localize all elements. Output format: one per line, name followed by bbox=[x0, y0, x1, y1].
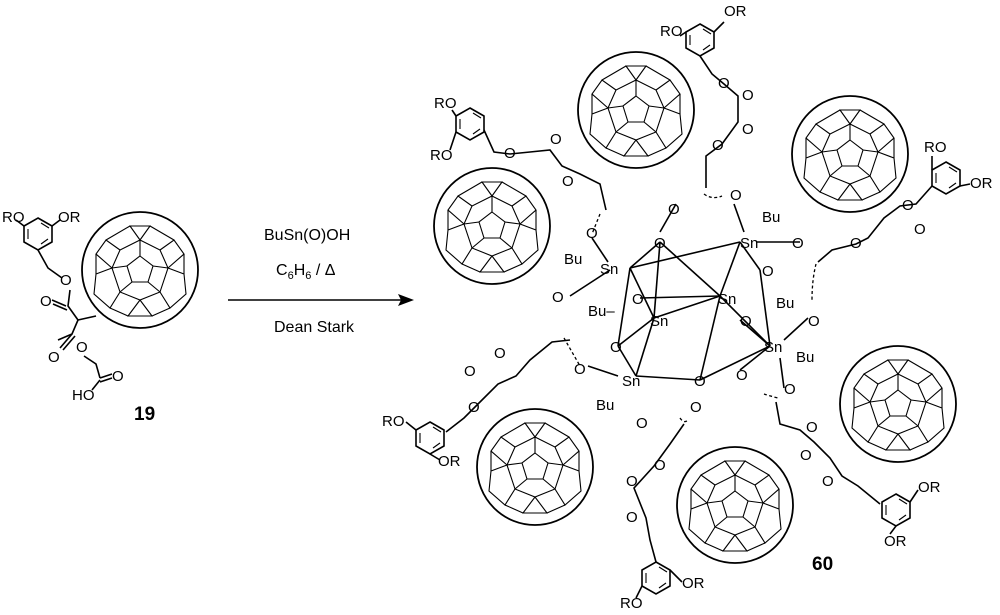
sn-2: Sn bbox=[740, 235, 758, 252]
solvent-h: H bbox=[294, 262, 306, 279]
tin-oxo-cluster: Sn Sn Sn Sn Sn Sn Bu Bu Bu Bu– Bu Bu O O… bbox=[552, 187, 820, 432]
product-fullerene-upper-right bbox=[791, 95, 909, 213]
reactant-or-label: OR bbox=[58, 209, 81, 226]
reactant-19: RO OR O O O O O HO 19 bbox=[2, 209, 199, 425]
product-fullerene-bottom bbox=[676, 446, 794, 564]
sn-1: Sn bbox=[600, 261, 618, 278]
product-compound-number: 60 bbox=[812, 554, 833, 575]
product-o-ur2: O bbox=[914, 221, 926, 238]
product-o-lr1: O bbox=[800, 447, 812, 464]
product-60: OR RO RO RO RO OR RO OR OR OR OR RO O O … bbox=[382, 3, 993, 612]
oxo-2: O bbox=[762, 263, 774, 280]
product-ro-bottom2: RO bbox=[620, 595, 643, 612]
reactant-carbonyl-o2: O bbox=[48, 349, 60, 366]
product-or-ll2: OR bbox=[438, 453, 461, 470]
solvent-label: C6H6 / Δ bbox=[276, 262, 336, 282]
reaction-arrowhead bbox=[398, 294, 414, 306]
product-or-top1: OR bbox=[724, 3, 747, 20]
carbox-o9: O bbox=[636, 415, 648, 432]
product-o-ll1: O bbox=[468, 399, 480, 416]
oxo-4: O bbox=[740, 313, 752, 330]
bu-5: Bu bbox=[796, 349, 814, 366]
sn-5: Sn bbox=[764, 339, 782, 356]
product-o-b3: O bbox=[654, 457, 666, 474]
carbox-o4: O bbox=[792, 235, 804, 252]
product-o-ul1: O bbox=[504, 145, 516, 162]
reagent-label: BuSn(O)OH bbox=[264, 227, 350, 244]
sn-4: Sn bbox=[650, 313, 668, 330]
product-o-t2: O bbox=[742, 87, 754, 104]
product-fullerene-upper-left bbox=[433, 167, 551, 285]
carbox-o10: O bbox=[690, 399, 702, 416]
solvent-heat: / Δ bbox=[311, 262, 335, 279]
product-or-bottom1: OR bbox=[682, 575, 705, 592]
solvent-sub2: 6 bbox=[305, 270, 311, 282]
apparatus-label: Dean Stark bbox=[274, 319, 355, 336]
bu-3: Bu bbox=[776, 295, 794, 312]
oxo-5: O bbox=[610, 339, 622, 356]
reactant-acid-o: O bbox=[112, 368, 124, 385]
bu-2: Bu bbox=[564, 251, 582, 268]
reactant-ester-o2: O bbox=[76, 339, 88, 356]
product-o-b1: O bbox=[626, 473, 638, 490]
oxo-6: O bbox=[694, 373, 706, 390]
product-o-ul2: O bbox=[550, 131, 562, 148]
solvent-sub1: 6 bbox=[288, 270, 294, 282]
reactant-ro-label: RO bbox=[2, 209, 25, 226]
product-o-ll2: O bbox=[464, 363, 476, 380]
product-o-ll3: O bbox=[494, 345, 506, 362]
product-aryl-upper-left bbox=[455, 107, 485, 141]
reactant-aryl-ring bbox=[23, 217, 53, 251]
product-or-lr1: OR bbox=[918, 479, 941, 496]
oxo-7: O bbox=[736, 367, 748, 384]
product-fullerene-top bbox=[577, 51, 695, 169]
carbox-o7: O bbox=[574, 361, 586, 378]
carbox-o6: O bbox=[552, 289, 564, 306]
product-o-t4: O bbox=[712, 137, 724, 154]
product-or-lr2: OR bbox=[884, 533, 907, 550]
product-ro-ul2: RO bbox=[430, 147, 453, 164]
bu-4: Bu– bbox=[588, 303, 615, 320]
product-aryl-lower-left bbox=[415, 421, 445, 455]
product-aryl-top bbox=[685, 23, 715, 57]
carbox-o8: O bbox=[784, 381, 796, 398]
bu-1: Bu bbox=[762, 209, 780, 226]
product-ro-top2: RO bbox=[660, 23, 683, 40]
carbox-o5: O bbox=[808, 313, 820, 330]
product-o-lr3: O bbox=[806, 419, 818, 436]
oxo-1: O bbox=[654, 235, 666, 252]
product-ro-ul1: RO bbox=[434, 95, 457, 112]
product-aryl-lower-right bbox=[881, 493, 911, 527]
product-r-ur2: OR bbox=[970, 175, 993, 192]
product-o-b2: O bbox=[626, 509, 638, 526]
carbox-o1: O bbox=[586, 225, 598, 242]
oxo-3: O bbox=[632, 291, 644, 308]
product-o-ur3: O bbox=[850, 235, 862, 252]
reaction-conditions: BuSn(O)OH C6H6 / Δ Dean Stark bbox=[228, 227, 414, 336]
product-o-lr2: O bbox=[822, 473, 834, 490]
product-o-ur1: O bbox=[902, 197, 914, 214]
product-o-ul3: O bbox=[562, 173, 574, 190]
reactant-ho-label: HO bbox=[72, 387, 95, 404]
reactant-carbonyl-o1: O bbox=[40, 293, 52, 310]
product-aryl-upper-right bbox=[931, 161, 961, 195]
product-aryl-bottom bbox=[641, 561, 671, 595]
product-fullerene-lower-right bbox=[839, 345, 957, 463]
product-ro-ll1: RO bbox=[382, 413, 405, 430]
reactant-fullerene bbox=[81, 211, 199, 329]
carbox-o2: O bbox=[668, 201, 680, 218]
carbox-o3: O bbox=[730, 187, 742, 204]
sn-6: Sn bbox=[622, 373, 640, 390]
reactant-compound-number: 19 bbox=[134, 404, 155, 425]
product-fullerene-lower-left bbox=[476, 408, 594, 526]
reactant-ester-o: O bbox=[60, 272, 72, 289]
product-ro-ur1: RO bbox=[924, 139, 947, 156]
product-o-t3: O bbox=[742, 121, 754, 138]
sn-3: Sn bbox=[718, 291, 736, 308]
solvent-c: C bbox=[276, 262, 288, 279]
product-o-t1: O bbox=[718, 75, 730, 92]
bu-6: Bu bbox=[596, 397, 614, 414]
